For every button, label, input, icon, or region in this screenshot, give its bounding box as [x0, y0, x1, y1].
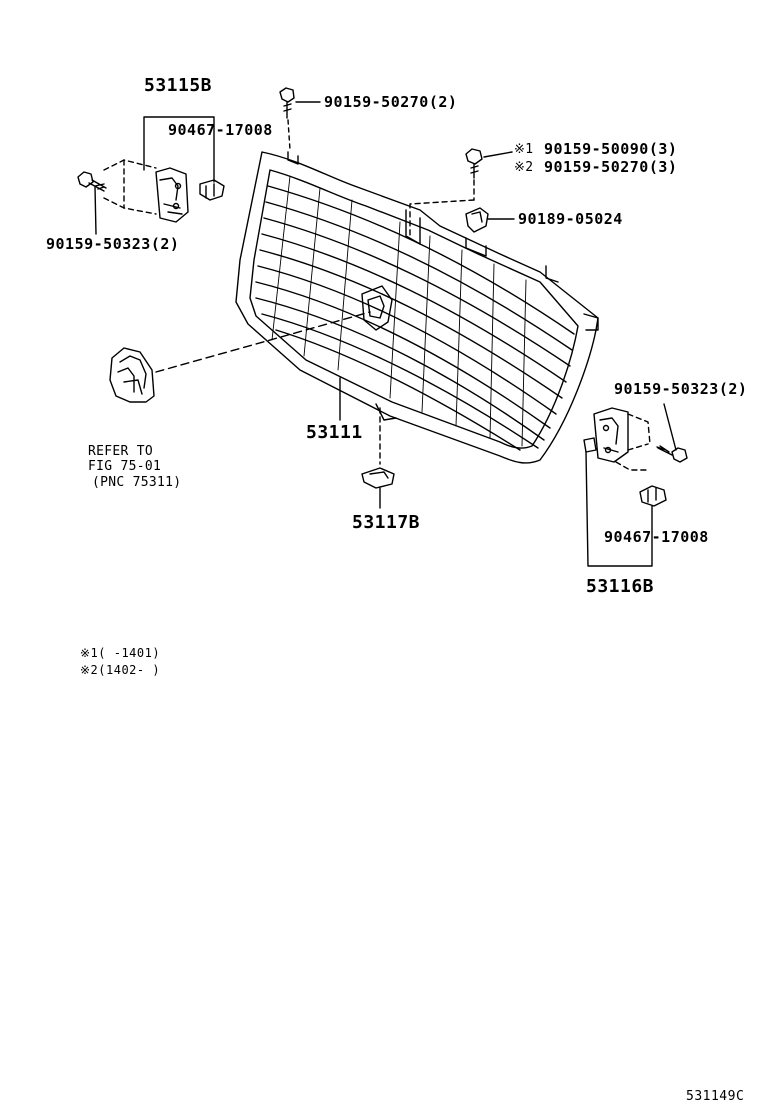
leader-90159-50323-left	[94, 186, 97, 235]
note-1: ※1( -1401)	[80, 646, 161, 660]
screw-left	[77, 171, 107, 192]
label-53115B: 53115B	[144, 75, 213, 96]
label-90189-05024: 90189-05024	[518, 210, 623, 228]
refer-line-3: (PNC 75311)	[92, 475, 182, 490]
mark-2: ※2	[514, 160, 534, 175]
screw-top	[279, 87, 295, 119]
leader-90159-50323-right	[663, 403, 677, 451]
label-90159-50323-right: 90159-50323(2)	[614, 380, 748, 398]
label-90159-50270-alt: 90159-50270(3)	[544, 158, 678, 176]
label-90159-50090: 90159-50090(3)	[544, 140, 678, 158]
nut-right	[465, 207, 489, 233]
refer-line-2: FIG 75-01	[88, 459, 162, 474]
dashed-right	[615, 413, 651, 471]
leader-53116B	[585, 451, 653, 567]
label-53111: 53111	[306, 422, 363, 443]
screw-right	[656, 445, 688, 463]
label-90467-17008-left: 90467-17008	[168, 121, 273, 139]
bracket-right	[583, 407, 629, 463]
clip-left	[199, 179, 225, 201]
clip-center	[361, 467, 395, 489]
dashed-top-screw	[287, 119, 291, 151]
dashed-emblem	[155, 311, 371, 373]
emblem	[109, 347, 155, 403]
leader-90159-50090	[483, 151, 513, 158]
label-90467-17008-right: 90467-17008	[604, 528, 709, 546]
label-90159-50323-left: 90159-50323(2)	[46, 235, 180, 253]
clip-right	[639, 485, 667, 507]
screw-right-top	[465, 148, 483, 179]
leader-53115B	[143, 116, 215, 183]
refer-line-1: REFER TO	[88, 444, 154, 459]
radiator-grille	[235, 151, 599, 464]
note-2: ※2(1402- )	[80, 663, 161, 677]
label-90159-50270-top: 90159-50270(2)	[324, 93, 458, 111]
bracket-left	[155, 167, 189, 223]
label-53116B: 53116B	[586, 576, 655, 597]
dashed-left	[103, 159, 157, 215]
mark-1: ※1	[514, 142, 534, 157]
label-53117B: 53117B	[352, 512, 421, 533]
dashed-right-top	[409, 179, 475, 237]
illustration-id: 531149C	[686, 1089, 745, 1104]
